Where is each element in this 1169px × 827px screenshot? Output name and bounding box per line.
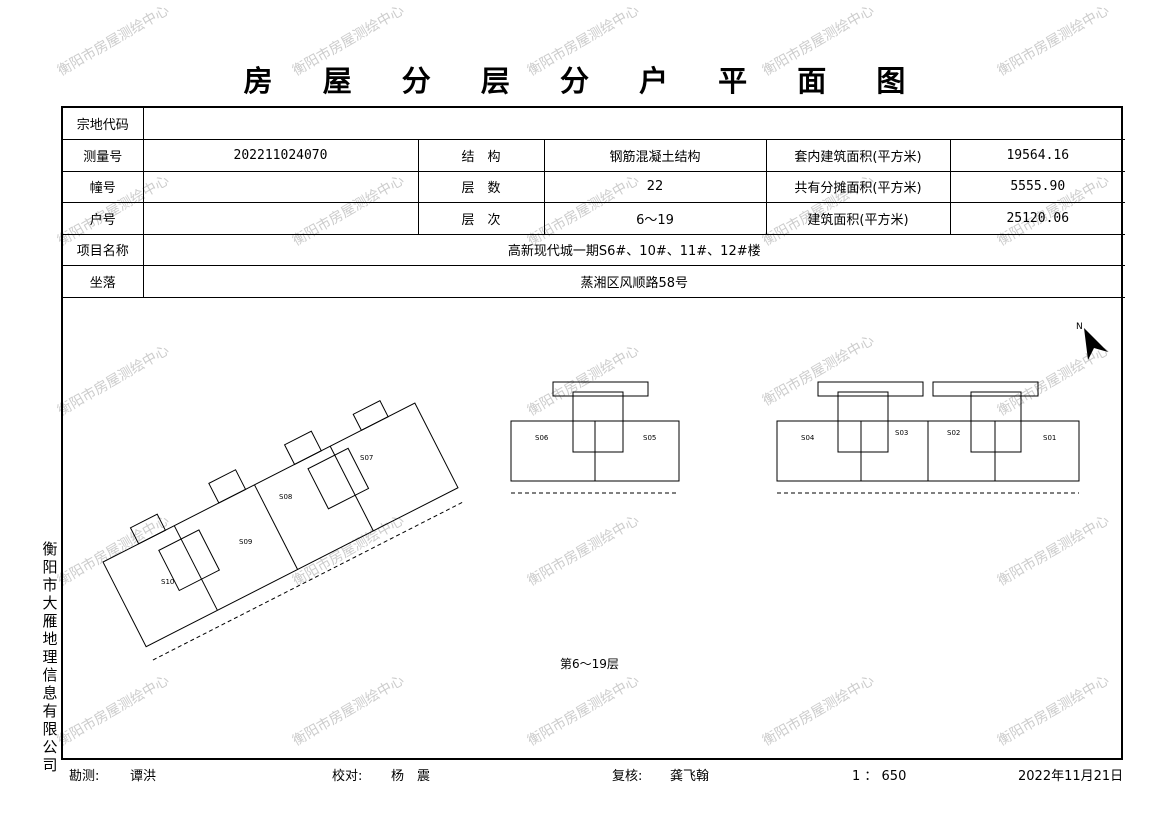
north-arrow-icon: N: [1076, 322, 1108, 360]
date-text: 2022年11月21日: [1018, 769, 1124, 784]
reviewer-label: 复核:: [612, 769, 643, 784]
right-building-block: [776, 381, 1080, 494]
floors-label: 层 数: [417, 170, 545, 203]
right-block-top: [817, 381, 924, 397]
survey-sheet: 宗地代码 测量号 202211024070 结 构 钢筋混凝土结构 套内建筑面积…: [61, 106, 1126, 760]
left-block-core: [307, 447, 370, 510]
floor-label: 第6～19层: [560, 657, 619, 671]
left-building-block: [102, 400, 466, 661]
unit-label: S05: [643, 434, 656, 442]
left-block-outline: [102, 402, 459, 648]
middle-block-core: [572, 391, 624, 453]
floors-value: 22: [543, 170, 767, 203]
floor-range-label: 层 次: [417, 202, 545, 235]
left-block-bay: [283, 430, 322, 466]
unit-label: S08: [279, 493, 292, 501]
left-block-divider: [173, 525, 218, 611]
row-building: 幢号 层 数 22 共有分摊面积(平方米) 5555.90: [63, 170, 1126, 203]
survey-no-value: 202211024070: [142, 139, 419, 172]
unit-label: S06: [535, 434, 549, 442]
right-block-top: [932, 381, 1039, 397]
zongdi-label: 宗地代码: [63, 108, 144, 140]
left-block-core: [158, 529, 221, 592]
left-block-divider: [254, 484, 299, 570]
unit-label: S04: [801, 434, 815, 442]
unit-no-value: [142, 202, 419, 235]
unit-no-label: 户号: [63, 202, 144, 235]
left-block-bay: [129, 513, 167, 545]
unit-label: S02: [947, 429, 960, 437]
location-value: 蒸湘区风顺路58号: [142, 265, 1126, 298]
north-arrow-shape: [1084, 328, 1108, 360]
zongdi-value: [142, 108, 1126, 140]
left-block-bay: [352, 400, 389, 432]
shared-area-label: 共有分摊面积(平方米): [765, 170, 951, 203]
unit-label: S09: [239, 538, 252, 546]
unit-label: S10: [161, 578, 174, 586]
surveyor-label: 勘测:: [69, 769, 100, 784]
left-block-bay: [208, 469, 247, 504]
unit-label: S07: [360, 454, 373, 462]
project-label: 项目名称: [63, 233, 144, 266]
project-value: 高新现代城一期S6#、10#、11#、12#楼: [142, 233, 1126, 266]
location-label: 坐落: [63, 265, 144, 298]
shared-area-value: 5555.90: [949, 170, 1126, 203]
row-project: 项目名称 高新现代城一期S6#、10#、11#、12#楼: [63, 233, 1126, 266]
info-table: 宗地代码 测量号 202211024070 结 构 钢筋混凝土结构 套内建筑面积…: [63, 108, 1126, 298]
structure-label: 结 构: [417, 139, 545, 172]
row-survey: 测量号 202211024070 结 构 钢筋混凝土结构 套内建筑面积(平方米)…: [63, 139, 1126, 172]
middle-block-top: [552, 381, 649, 397]
right-block-core: [837, 391, 889, 453]
row-location: 坐落 蒸湘区风顺路58号: [63, 265, 1126, 298]
checker-value: 杨 震: [391, 769, 431, 784]
surveyor-value: 谭洪: [130, 769, 157, 784]
right-block-core: [970, 391, 1022, 453]
building-no-value: [142, 170, 419, 203]
structure-value: 钢筋混凝土结构: [543, 139, 767, 172]
north-mark: N: [1076, 322, 1083, 332]
page-title: 房 屋 分 层 分 户 平 面 图: [243, 64, 926, 98]
row-zongdi: 宗地代码: [63, 108, 1126, 140]
row-unit: 户号 层 次 6～19 建筑面积(平方米) 25120.06: [63, 202, 1126, 235]
company-vertical-text: 衡阳市大雁地理信息有限公司: [42, 540, 58, 774]
survey-no-label: 测量号: [63, 139, 144, 172]
middle-building-block: [510, 381, 680, 494]
scale-text: 1 ： 650: [852, 769, 907, 784]
unit-label: S03: [895, 429, 908, 437]
left-block-divider: [329, 446, 374, 532]
build-area-label: 建筑面积(平方米): [765, 202, 951, 235]
floor-plan-drawing: S10 S09 S08 S07 S06 S05 S04 S03 S02 S01: [102, 381, 1080, 661]
unit-label: S01: [1043, 434, 1056, 442]
floor-range-value: 6～19: [543, 202, 767, 235]
build-area-value: 25120.06: [949, 202, 1126, 235]
inner-area-label: 套内建筑面积(平方米): [765, 139, 951, 172]
inner-area-value: 19564.16: [949, 139, 1126, 172]
reviewer-value: 龚飞翰: [670, 769, 710, 784]
checker-label: 校对:: [332, 769, 363, 784]
building-no-label: 幢号: [63, 170, 144, 203]
